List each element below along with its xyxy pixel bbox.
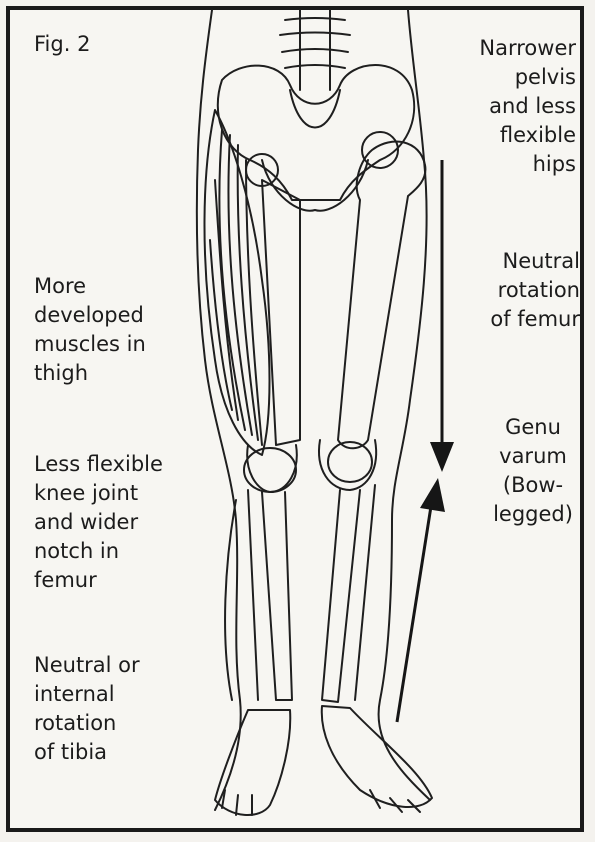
tibia-rotation-annotation: Neutral or internal rotation of tibia — [34, 651, 140, 767]
arrow-shaft-up — [397, 500, 432, 722]
figure-label: Fig. 2 — [34, 30, 90, 59]
arrow-head-up — [420, 478, 445, 512]
tibia-right — [322, 490, 360, 702]
body-outline-left — [197, 10, 241, 810]
femur-left — [262, 180, 300, 445]
patella-left — [244, 448, 296, 492]
toes — [222, 790, 420, 815]
hip-socket-right — [362, 132, 398, 168]
femur-rotation-annotation: Neutral rotation of femur — [462, 247, 580, 334]
thigh-muscles-annotation: More developed muscles in thigh — [34, 272, 146, 388]
spine — [280, 10, 350, 90]
foot-right — [322, 706, 432, 807]
calf-left — [225, 500, 236, 700]
thigh-muscles-left — [204, 110, 269, 455]
pelvis-annotation: Narrower pelvis and less flexible hips — [452, 34, 576, 179]
arrow-head-down — [430, 442, 454, 472]
fibula-left — [248, 490, 258, 700]
femur-right — [338, 142, 425, 449]
genu-varum-annotation: Genu varum (Bow- legged) — [480, 413, 586, 529]
tibia-left — [262, 492, 292, 700]
knee-joint-annotation: Less flexible knee joint and wider notch… — [34, 450, 163, 595]
